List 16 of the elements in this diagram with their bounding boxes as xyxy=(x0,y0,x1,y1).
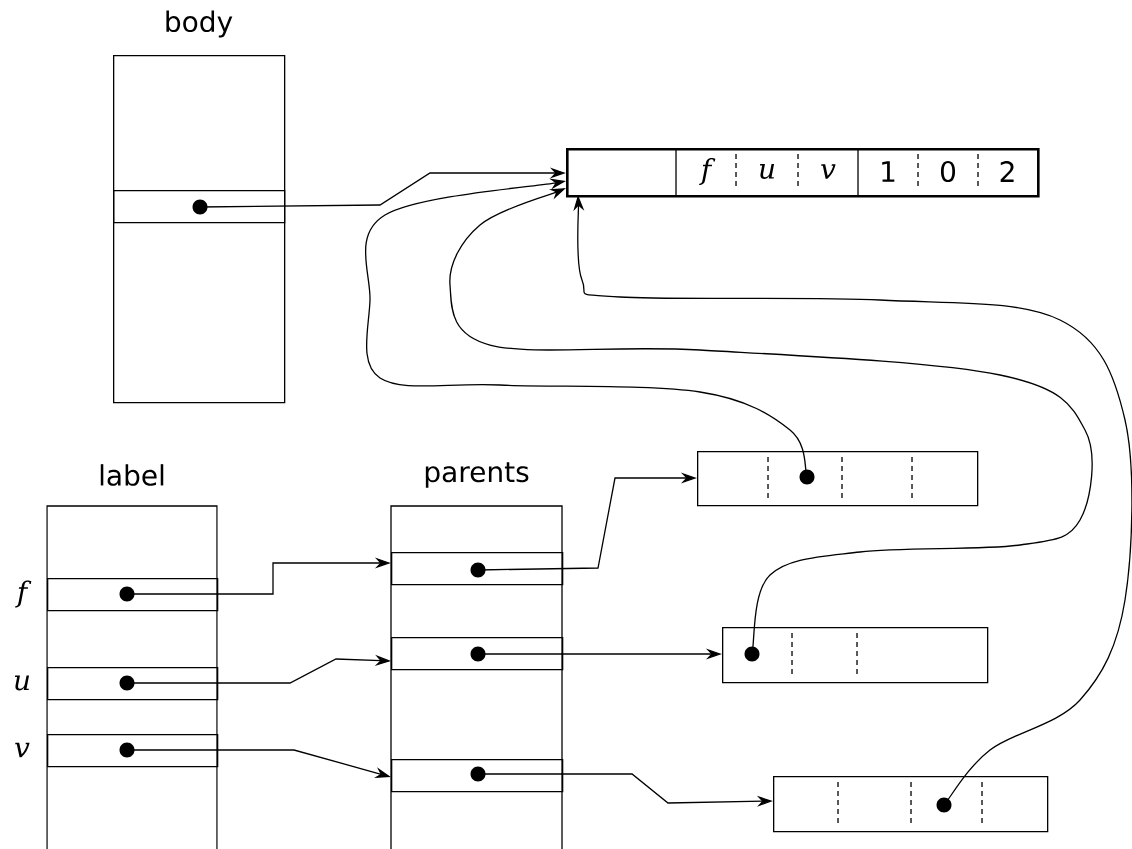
array-row xyxy=(391,552,564,586)
row-label: f xyxy=(15,580,32,608)
column-heading: label xyxy=(100,464,164,486)
row-label: u xyxy=(14,675,30,691)
array-row xyxy=(113,190,286,224)
record-box xyxy=(722,627,989,684)
arrow xyxy=(449,188,1093,662)
column-heading: parents xyxy=(425,462,529,488)
arrow xyxy=(364,178,815,485)
array-row xyxy=(391,759,564,793)
record-box xyxy=(773,776,1049,833)
record-box: f u v 1 0 2 xyxy=(566,147,1040,198)
array-row xyxy=(391,637,564,671)
row-label: v xyxy=(15,742,30,758)
column-heading: body xyxy=(166,10,233,38)
record-box xyxy=(697,451,979,507)
